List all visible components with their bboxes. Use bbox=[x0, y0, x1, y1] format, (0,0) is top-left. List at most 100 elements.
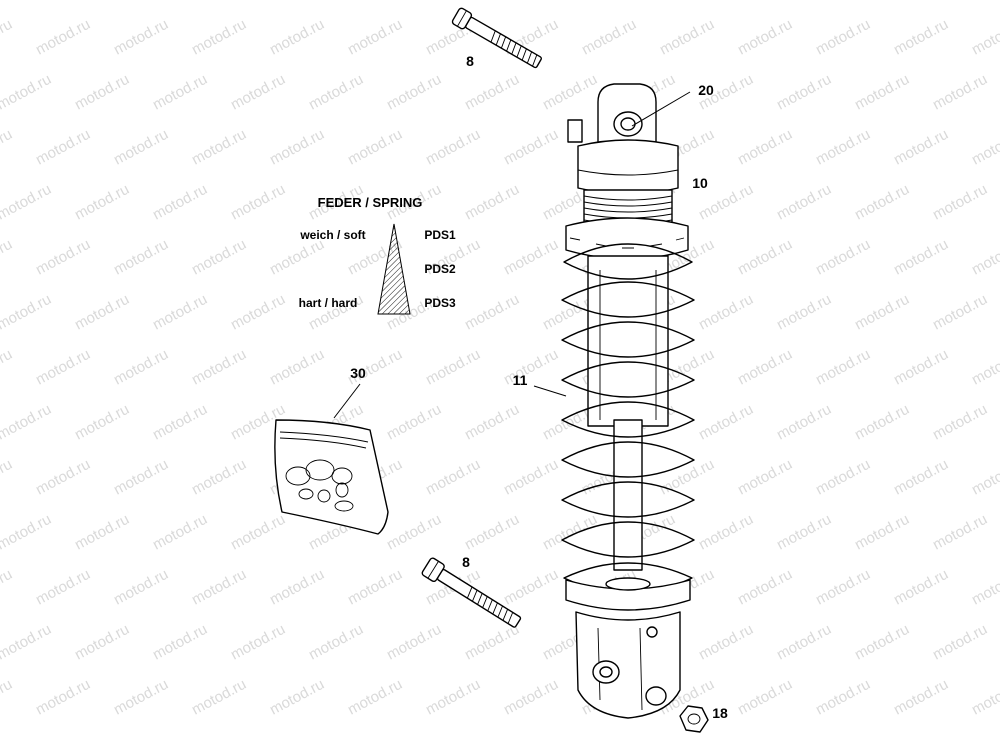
watermark-text: motod.ru bbox=[228, 0, 288, 4]
watermark-text: motod.ru bbox=[852, 71, 912, 114]
callout-spring: 11 bbox=[513, 372, 528, 388]
callout-bushing: 20 bbox=[698, 82, 714, 98]
watermark-text: motod.ru bbox=[969, 456, 1000, 499]
watermark-text: motod.ru bbox=[33, 676, 93, 719]
watermark-text: motod.ru bbox=[462, 401, 522, 444]
watermark-text: motod.ru bbox=[774, 291, 834, 334]
watermark-text: motod.ru bbox=[930, 181, 990, 224]
watermark-text: motod.ru bbox=[813, 566, 873, 609]
watermark-text: motod.ru bbox=[150, 291, 210, 334]
watermark-text: motod.ru bbox=[384, 401, 444, 444]
stiffness-wedge-icon bbox=[377, 223, 411, 315]
watermark-text: motod.ru bbox=[423, 456, 483, 499]
watermark-text: motod.ru bbox=[384, 71, 444, 114]
watermark-text: motod.ru bbox=[462, 71, 522, 114]
watermark-text: motod.ru bbox=[33, 126, 93, 169]
watermark-text: motod.ru bbox=[969, 676, 1000, 719]
watermark-text: motod.ru bbox=[267, 16, 327, 59]
watermark-text: motod.ru bbox=[501, 126, 561, 169]
watermark-text: motod.ru bbox=[813, 456, 873, 499]
leader-20 bbox=[631, 91, 691, 127]
watermark-text: motod.ru bbox=[345, 676, 405, 719]
watermark-text: motod.ru bbox=[33, 456, 93, 499]
watermark-text: motod.ru bbox=[852, 0, 912, 4]
legend-soft-label: weich / soft bbox=[299, 228, 365, 242]
watermark-text: motod.ru bbox=[150, 71, 210, 114]
watermark-text: motod.ru bbox=[969, 126, 1000, 169]
watermark-text: motod.ru bbox=[72, 511, 132, 554]
watermark-text: motod.ru bbox=[852, 181, 912, 224]
watermark-text: motod.ru bbox=[384, 511, 444, 554]
watermark-text: motod.ru bbox=[501, 236, 561, 279]
watermark-text: motod.ru bbox=[618, 0, 678, 4]
watermark-text: motod.ru bbox=[774, 181, 834, 224]
watermark-text: motod.ru bbox=[189, 676, 249, 719]
legend-grade-3: PDS3 bbox=[424, 296, 456, 310]
watermark-text: motod.ru bbox=[930, 71, 990, 114]
watermark-text: motod.ru bbox=[189, 236, 249, 279]
watermark-text: motod.ru bbox=[813, 676, 873, 719]
watermark-text: motod.ru bbox=[735, 346, 795, 389]
watermark-text: motod.ru bbox=[696, 621, 756, 664]
watermark-text: motod.ru bbox=[0, 0, 54, 4]
watermark-text: motod.ru bbox=[735, 676, 795, 719]
watermark-text: motod.ru bbox=[696, 401, 756, 444]
watermark-text: motod.ru bbox=[267, 346, 327, 389]
watermark-text: motod.ru bbox=[33, 16, 93, 59]
watermark-text: motod.ru bbox=[657, 456, 717, 499]
shock-absorber bbox=[561, 83, 695, 719]
watermark-text: motod.ru bbox=[0, 236, 15, 279]
watermark-text: motod.ru bbox=[462, 291, 522, 334]
watermark-text: motod.ru bbox=[150, 621, 210, 664]
bolt-bottom: 8 bbox=[421, 554, 522, 628]
watermark-text: motod.ru bbox=[735, 16, 795, 59]
watermark-text: motod.ru bbox=[540, 0, 600, 4]
watermark-text: motod.ru bbox=[891, 236, 951, 279]
watermark-text: motod.ru bbox=[0, 181, 54, 224]
legend-grade-2: PDS2 bbox=[424, 262, 456, 276]
watermark-text: motod.ru bbox=[189, 126, 249, 169]
watermark-text: motod.ru bbox=[462, 511, 522, 554]
watermark-text: motod.ru bbox=[0, 621, 54, 664]
watermark-text: motod.ru bbox=[423, 346, 483, 389]
watermark-text: motod.ru bbox=[189, 456, 249, 499]
watermark-text: motod.ru bbox=[267, 126, 327, 169]
watermark-text: motod.ru bbox=[930, 621, 990, 664]
watermark-text: motod.ru bbox=[72, 291, 132, 334]
watermark-text: motod.ru bbox=[267, 236, 327, 279]
watermark-text: motod.ru bbox=[0, 401, 54, 444]
watermark-text: motod.ru bbox=[969, 346, 1000, 389]
watermark-text: motod.ru bbox=[813, 126, 873, 169]
watermark-text: motod.ru bbox=[540, 511, 600, 554]
watermark-text: motod.ru bbox=[462, 0, 522, 4]
bolt-top: 8 bbox=[451, 7, 542, 69]
watermark-text: motod.ru bbox=[111, 126, 171, 169]
watermark-text: motod.ru bbox=[462, 181, 522, 224]
watermark-text: motod.ru bbox=[891, 676, 951, 719]
watermark-text: motod.ru bbox=[306, 71, 366, 114]
watermark-text: motod.ru bbox=[0, 126, 15, 169]
watermark-text: motod.ru bbox=[774, 621, 834, 664]
callout-nut: 18 bbox=[712, 705, 728, 721]
watermark-text: motod.ru bbox=[774, 71, 834, 114]
watermark-text: motod.ru bbox=[930, 511, 990, 554]
legend-grade-1: PDS1 bbox=[424, 228, 456, 242]
callout-seal-kit: 30 bbox=[350, 365, 366, 381]
watermark-text: motod.ru bbox=[189, 346, 249, 389]
watermark-text: motod.ru bbox=[501, 456, 561, 499]
watermark-text: motod.ru bbox=[111, 676, 171, 719]
watermark-text: motod.ru bbox=[0, 291, 54, 334]
watermark-text: motod.ru bbox=[423, 126, 483, 169]
watermark-text: motod.ru bbox=[969, 236, 1000, 279]
watermark-text: motod.ru bbox=[540, 71, 600, 114]
watermark-text: motod.ru bbox=[501, 566, 561, 609]
watermark-text: motod.ru bbox=[696, 511, 756, 554]
watermark-text: motod.ru bbox=[579, 16, 639, 59]
watermark-text: motod.ru bbox=[969, 16, 1000, 59]
watermark-text: motod.ru bbox=[891, 16, 951, 59]
watermark-text: motod.ru bbox=[72, 621, 132, 664]
watermark-text: motod.ru bbox=[735, 456, 795, 499]
watermark-text: motod.ru bbox=[852, 621, 912, 664]
watermark-text: motod.ru bbox=[150, 401, 210, 444]
